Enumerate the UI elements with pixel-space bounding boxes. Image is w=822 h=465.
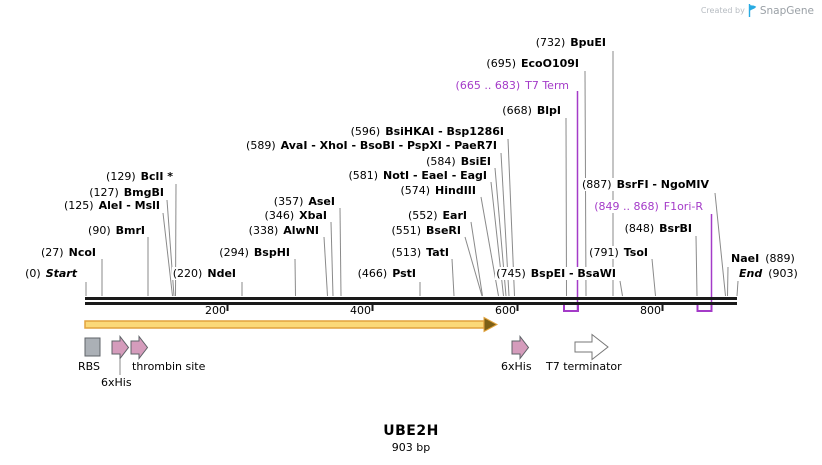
site-label-bmri: (90)BmrI xyxy=(87,224,146,237)
credit-prefix: Created by xyxy=(700,6,745,15)
site-label-asei: (357)AseI xyxy=(272,195,336,208)
site-label-bsrbi: (848)BsrBI xyxy=(623,222,693,235)
site-label-bsphi: (294)BspHI xyxy=(218,246,291,259)
snapgene-logo-icon xyxy=(748,4,757,17)
feature-label-t7-terminator: T7 terminator xyxy=(546,360,622,373)
site-label-start: (0)Start xyxy=(24,267,78,280)
site-label-hindiii: (574)HindIII xyxy=(399,184,477,197)
feature-label-thrombin-site: thrombin site xyxy=(132,360,206,373)
feature-glyphs xyxy=(84,333,609,375)
sequence-bar xyxy=(85,297,737,311)
ruler-tick-200: 200 xyxy=(205,304,226,317)
site-label-end: End(903) xyxy=(738,267,799,280)
site-label-alwni: (338)AlwNI xyxy=(247,224,320,237)
site-label-ecoo109i: (695)EcoO109I xyxy=(485,57,580,70)
feature-label-6xhis-right: 6xHis xyxy=(501,360,532,373)
site-label-bsihkai: (596)BsiHKAI - Bsp1286I xyxy=(349,125,505,138)
t7-terminator-arrow-icon xyxy=(574,333,609,361)
feature-label-6xhis-left: 6xHis xyxy=(101,376,132,389)
site-label-bsiei: (584)BsiEI xyxy=(425,155,492,168)
site-label-psti: (466)PstI xyxy=(356,267,417,280)
site-label-noti: (581)NotI - EaeI - EagI xyxy=(347,169,488,182)
site-label-bpuei: (732)BpuEI xyxy=(534,36,607,49)
site-label-avai: (589)AvaI - XhoI - BsoBI - PspXI - PaeR7… xyxy=(245,139,498,152)
site-label-blpi: (668)BlpI xyxy=(501,104,562,117)
ruler-tick-600: 600 xyxy=(495,304,516,317)
site-label-bcli: (129)BclI * xyxy=(105,170,174,183)
map-length: 903 bp xyxy=(391,441,431,454)
his-arrow-icon xyxy=(111,335,130,360)
orf-arrow xyxy=(84,316,499,333)
site-label-ndei: (220)NdeI xyxy=(171,267,237,280)
site-label-bmgbi: (127)BmgBI xyxy=(88,186,165,199)
ruler-tick-400: 400 xyxy=(350,304,371,317)
region-label-t7-term: (665 .. 683)T7 Term xyxy=(454,79,570,92)
site-label-ncoi: (27)NcoI xyxy=(40,246,97,259)
map-title: UBE2H xyxy=(383,423,439,439)
site-label-tati: (513)TatI xyxy=(390,246,450,259)
region-label-f1ori-r: (849 .. 868)F1ori-R xyxy=(593,200,704,213)
ruler-tick-800: 800 xyxy=(640,304,661,317)
site-label-xbai: (346)XbaI xyxy=(263,209,328,222)
site-label-naei: NaeI(889) xyxy=(730,252,796,265)
his-arrow-icon xyxy=(511,335,530,360)
rbs-box-icon xyxy=(84,337,101,357)
feature-label-rbs: RBS xyxy=(78,360,100,373)
site-label-bspei: (745)BspEI - BsaWI xyxy=(495,267,617,280)
snapgene-credit: Created by SnapGene xyxy=(701,4,814,17)
thrombin-arrow-icon xyxy=(130,335,149,360)
site-label-bsrfi: (887)BsrFI - NgoMIV xyxy=(581,178,710,191)
site-label-alei: (125)AleI - MslI xyxy=(62,199,161,212)
site-label-eari: (552)EarI xyxy=(406,209,468,222)
site-label-tsoi: (791)TsoI xyxy=(588,246,649,259)
credit-brand: SnapGene xyxy=(759,4,814,17)
site-label-bseri: (551)BseRI xyxy=(390,224,462,237)
